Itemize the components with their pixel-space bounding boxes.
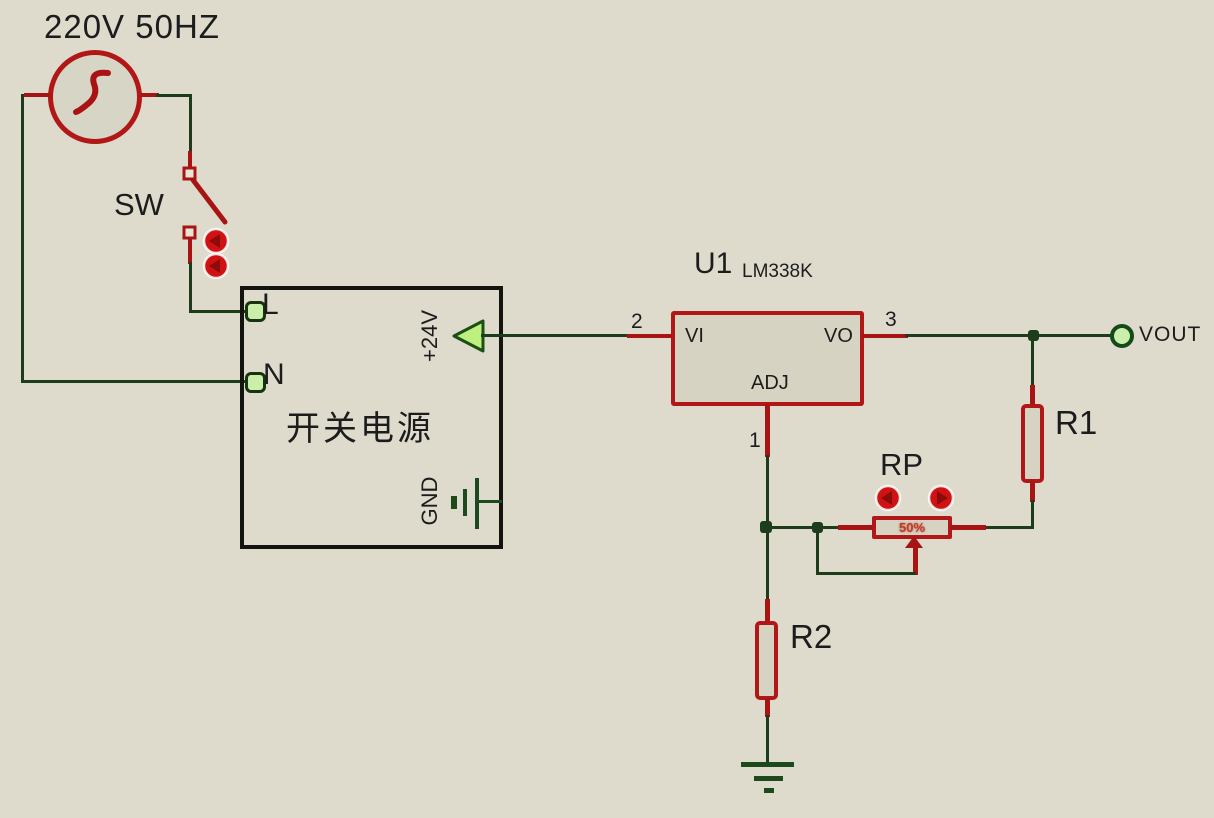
wire-source-left-stub bbox=[24, 93, 50, 97]
psu-pin-n-pad bbox=[245, 372, 266, 393]
regulator-pin-vi: VI bbox=[685, 325, 704, 347]
r1-label: R1 bbox=[1055, 404, 1098, 441]
ground-icon bbox=[764, 788, 774, 793]
switch-toggle-button-up[interactable] bbox=[202, 227, 230, 255]
gnd-icon bbox=[463, 489, 467, 516]
psu-pin-gnd-label: GND bbox=[417, 476, 442, 526]
regulator-pin-vo: VO bbox=[824, 325, 853, 347]
wire-switch-bottom-stub bbox=[188, 233, 192, 264]
ac-source-label: 220V 50HZ bbox=[44, 8, 220, 45]
wire-24v-to-vi bbox=[481, 334, 629, 337]
wire-vo-to-vout bbox=[905, 334, 1112, 337]
gnd-icon bbox=[475, 478, 479, 529]
pot-label: RP bbox=[880, 447, 924, 482]
pot-decrement-button[interactable] bbox=[874, 484, 902, 512]
pot-value: 50% bbox=[898, 520, 926, 535]
r1-bottom-stub bbox=[1030, 481, 1035, 502]
wire-adj-to-pot bbox=[766, 526, 840, 529]
switch-symbol[interactable] bbox=[180, 160, 240, 290]
sine-wave-icon bbox=[73, 69, 111, 115]
switch-top-terminal bbox=[182, 166, 197, 181]
pot-wiper-arrow-icon bbox=[905, 536, 923, 548]
wire-r1-to-pot bbox=[1031, 500, 1034, 529]
pot-buttons[interactable] bbox=[870, 482, 960, 516]
wire-switch-to-l-v bbox=[189, 262, 192, 313]
wire-wiper-v bbox=[816, 528, 819, 575]
switch-bottom-terminal bbox=[182, 225, 197, 240]
psu-pin-n-label: N bbox=[263, 358, 285, 391]
wire-switch-top-stub bbox=[188, 151, 192, 172]
pin-number-adj: 1 bbox=[749, 429, 761, 452]
r2-body bbox=[755, 621, 778, 700]
psu-pin-24v-label: +24V bbox=[417, 310, 442, 362]
ground-icon bbox=[741, 762, 794, 767]
gnd-icon bbox=[451, 496, 457, 509]
junction-dot bbox=[1028, 330, 1039, 341]
wire-source-to-switch-v bbox=[189, 95, 192, 153]
r1-body bbox=[1021, 404, 1044, 483]
switch-label: SW bbox=[114, 187, 164, 222]
wire-to-n-pin bbox=[21, 380, 248, 383]
wire-source-right-stub bbox=[141, 93, 159, 97]
r2-label: R2 bbox=[790, 618, 833, 655]
r2-top-stub bbox=[765, 599, 770, 623]
switch-blade[interactable] bbox=[190, 177, 228, 225]
gnd-icon bbox=[477, 500, 502, 503]
psu-pin-l-pad bbox=[245, 301, 266, 322]
psu-box bbox=[240, 286, 503, 549]
psu-name: 开关电源 bbox=[286, 410, 434, 448]
wire-source-to-switch-h bbox=[156, 94, 192, 97]
wire-vout-to-r1 bbox=[1031, 336, 1034, 388]
switch-toggle-button-down[interactable] bbox=[202, 252, 230, 280]
junction-dot bbox=[760, 521, 772, 533]
psu-pin-l-label: L bbox=[262, 288, 279, 321]
wire-pot-right-h bbox=[984, 526, 1034, 529]
pot-increment-button[interactable] bbox=[927, 484, 955, 512]
junction-dot bbox=[812, 522, 823, 533]
r1-top-stub bbox=[1030, 385, 1035, 406]
pin-number-vo: 3 bbox=[885, 308, 897, 331]
regulator-body bbox=[671, 311, 864, 406]
regulator-part: LM338K bbox=[742, 261, 813, 282]
pot-left-stub bbox=[838, 525, 874, 530]
ac-source-symbol bbox=[48, 50, 142, 144]
ground-icon bbox=[754, 776, 783, 781]
pin-vo-stub bbox=[862, 334, 908, 338]
wire-r2-to-ground bbox=[766, 715, 769, 765]
wire-switch-to-l-h bbox=[189, 310, 246, 313]
vout-terminal bbox=[1110, 324, 1134, 348]
pot-wiper-stub bbox=[913, 546, 918, 575]
wire-wiper-h bbox=[816, 572, 916, 575]
regulator-pin-adj: ADJ bbox=[751, 372, 789, 394]
regulator-ref: U1 bbox=[694, 247, 733, 280]
pin-number-vi: 2 bbox=[631, 310, 643, 333]
wire-left-rail bbox=[21, 94, 24, 383]
r2-bottom-stub bbox=[765, 698, 770, 717]
vout-label: VOUT bbox=[1139, 323, 1202, 346]
pot-right-stub bbox=[950, 525, 986, 530]
pin-adj-stub bbox=[765, 404, 770, 457]
pin-vi-stub bbox=[627, 334, 672, 338]
